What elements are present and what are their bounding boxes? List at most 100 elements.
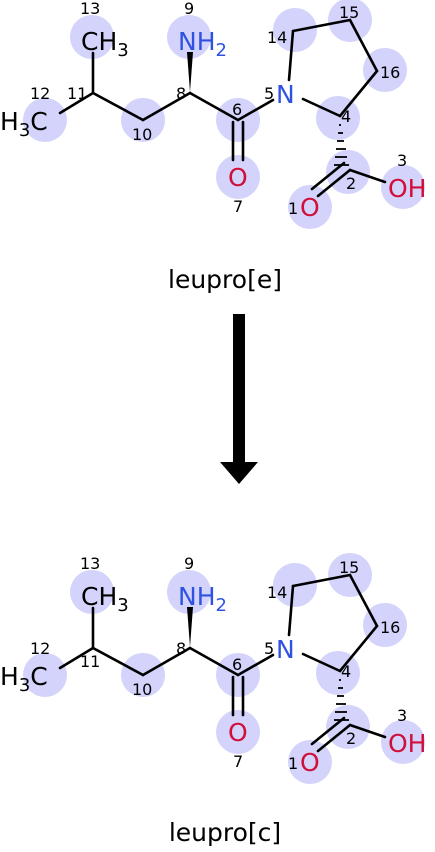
bond-4-5 (301, 97, 342, 118)
molecule-bottom: CH3 NH2 H3C N O O OH 13 9 12 11 8 6 5 10… (0, 553, 426, 847)
highlight-atom-3 (381, 165, 425, 209)
highlight-atom-16 (363, 48, 407, 92)
atom-label-7: O (228, 163, 248, 192)
bond-11-12 (58, 646, 95, 670)
bond-2-1b (310, 716, 346, 746)
bond-5-14 (287, 584, 295, 637)
atom-number-16: 16 (380, 618, 400, 637)
bond-15-16 (348, 18, 379, 73)
atom-number-15: 15 (339, 3, 359, 22)
hashed-bond-4-2 (334, 679, 349, 721)
highlight-atom-7 (216, 155, 260, 199)
bond-10-8 (141, 91, 192, 122)
atom-number-8: 8 (176, 639, 186, 658)
caption-top: leupro[e] (168, 265, 282, 294)
atom-label-13: CH3 (81, 582, 129, 616)
atom-number-6: 6 (232, 655, 242, 674)
bonds-bottom (58, 573, 387, 753)
arrow-shaft (233, 314, 245, 464)
bond-11-10 (91, 91, 145, 122)
atom-label-3: OH (388, 174, 426, 203)
atom-number-5: 5 (264, 84, 274, 103)
atom-label-12: H3C (0, 107, 48, 141)
atom-label-3: OH (388, 729, 426, 758)
atom-number-13: 13 (80, 0, 100, 18)
highlight-atom-7 (216, 710, 260, 754)
highlight-atom-12 (23, 653, 67, 697)
atom-number-15: 15 (339, 558, 359, 577)
wedge-bond-8-9 (187, 607, 193, 647)
bond-11-12 (58, 91, 95, 115)
atom-number-2: 2 (346, 174, 356, 193)
atom-label-9: NH2 (178, 27, 227, 61)
bond-10-8 (141, 646, 192, 677)
atom-label-12: H3C (0, 662, 48, 696)
atom-numbers-bottom: 13 9 12 11 8 6 5 10 7 14 15 16 4 2 1 3 (30, 554, 407, 773)
atom-number-7: 7 (233, 197, 243, 216)
bond-8-6 (188, 91, 240, 122)
atom-label-5: N (276, 80, 295, 109)
caption-bottom: leupro[c] (169, 818, 281, 847)
atom-number-11: 11 (67, 84, 87, 103)
atom-number-3: 3 (397, 706, 407, 725)
atom-labels-top: CH3 NH2 H3C N O O OH (0, 27, 426, 222)
atom-label-5: N (276, 635, 295, 664)
hashed-bond-4-2 (334, 124, 349, 166)
atom-label-13: CH3 (81, 27, 129, 61)
atom-number-6: 6 (232, 100, 242, 119)
atom-label-1: O (300, 748, 320, 777)
highlight-atom-9 (167, 570, 211, 614)
atom-number-16: 16 (380, 63, 400, 82)
bond-8-6 (188, 646, 240, 677)
bond-16-4 (338, 624, 379, 673)
atom-number-12: 12 (30, 639, 50, 658)
bond-4-5 (301, 652, 342, 673)
atom-number-11: 11 (80, 652, 100, 671)
bond-2-1b (310, 161, 346, 191)
atom-numbers-top: 13 9 12 11 8 6 5 10 7 14 15 16 4 2 1 3 (30, 0, 407, 218)
atom-number-3: 3 (397, 151, 407, 170)
highlight-atom-9 (167, 15, 211, 59)
highlight-atom-16 (363, 603, 407, 647)
highlight-atom-13 (70, 15, 114, 59)
atom-number-13: 13 (80, 554, 100, 573)
bond-2-3 (348, 723, 387, 739)
atom-number-14: 14 (267, 28, 287, 47)
bond-15-16 (348, 573, 379, 628)
highlight-atom-13 (70, 570, 114, 614)
atom-number-8: 8 (176, 84, 186, 103)
bond-6-5 (236, 653, 275, 677)
atom-number-1: 1 (288, 754, 298, 773)
bond-14-15 (291, 573, 352, 588)
atom-label-9: NH2 (178, 582, 227, 616)
wedge-bond-8-9 (187, 52, 193, 92)
reaction-arrow (220, 314, 258, 484)
atom-number-9: 9 (184, 554, 194, 573)
atom-number-5: 5 (264, 639, 274, 658)
atom-number-2: 2 (346, 729, 356, 748)
highlight-atom-12 (23, 98, 67, 142)
bond-14-15 (291, 18, 352, 33)
atom-number-14: 14 (267, 583, 287, 602)
atom-number-4: 4 (341, 662, 351, 681)
atom-number-4: 4 (341, 107, 351, 126)
bond-11-10 (91, 646, 145, 677)
atom-label-1: O (300, 193, 320, 222)
bond-16-4 (338, 69, 379, 118)
atom-number-12: 12 (30, 84, 50, 103)
highlight-atom-1 (288, 740, 332, 784)
atom-label-7: O (228, 718, 248, 747)
bond-6-5 (236, 98, 275, 122)
arrow-head (220, 462, 258, 484)
bonds-top (58, 18, 387, 198)
bond-5-14 (287, 29, 295, 82)
atom-number-10: 10 (132, 125, 152, 144)
bond-2-1a (316, 723, 352, 753)
bond-2-3 (348, 168, 387, 184)
atom-number-9: 9 (184, 0, 194, 18)
atom-number-10: 10 (132, 680, 152, 699)
atom-number-7: 7 (233, 752, 243, 771)
atom-labels-bottom: CH3 NH2 H3C N O O OH (0, 582, 426, 777)
bond-2-1a (316, 168, 352, 198)
